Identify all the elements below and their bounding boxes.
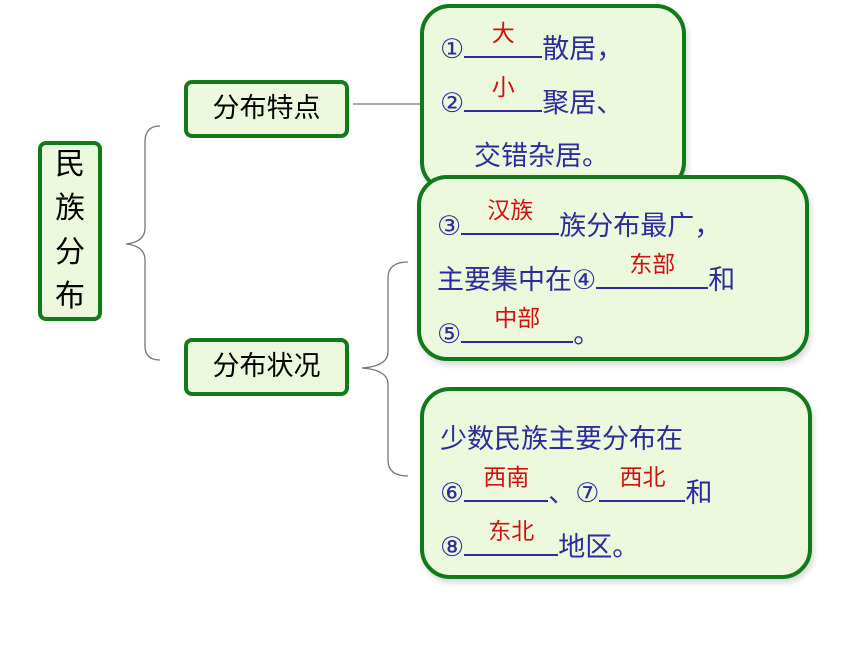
answer-blank: 汉族 (461, 198, 560, 235)
root-brace (125, 125, 161, 361)
answer-text: 东部 (629, 252, 676, 278)
answer-blank: 大 (464, 21, 543, 58)
status-brace (361, 261, 409, 477)
item-number: ① (440, 34, 465, 65)
panel2-line1: ③ 汉族族分布最广， (437, 198, 805, 253)
item-number: ⑧ (440, 532, 465, 563)
answer-text: 中部 (494, 306, 541, 332)
item-number: ⑥ (440, 478, 465, 509)
item-number: ② (440, 88, 465, 119)
answer-blank: 小 (464, 75, 543, 112)
line-text: 。 (573, 319, 601, 350)
panel-minorities: 少数民族主要分布在 ⑥ 西南、⑦ 西北和 ⑧ 东北地区。 (420, 387, 812, 579)
root-node: 民 族 分 布 (38, 141, 102, 321)
panel2-line3: ⑤ 中部。 (437, 306, 805, 361)
answer-text: 大 (491, 21, 515, 47)
category-status: 分布状况 (184, 338, 349, 396)
answer-blank: 西南 (464, 465, 549, 502)
category-features: 分布特点 (184, 80, 349, 138)
panel2-line2: 主要集中在④ 东部和 (437, 252, 805, 307)
answer-text: 西南 (483, 465, 530, 491)
answer-text: 小 (491, 75, 515, 101)
answer-blank: 中部 (461, 306, 574, 343)
answer-blank: 东北 (464, 519, 559, 556)
line-text: 聚居、 (542, 88, 624, 119)
line-text: 族分布最广， (559, 211, 722, 242)
line-text: 和 (708, 265, 736, 296)
answer-text: 西北 (619, 465, 666, 491)
answer-blank: 东部 (596, 252, 709, 289)
panel3-line1: 少数民族主要分布在 (440, 424, 683, 455)
panel1-line3: 交错杂居。 (474, 141, 609, 172)
answer-text: 东北 (488, 519, 535, 545)
line-text: 散居， (542, 34, 624, 65)
line-text: 和 (685, 478, 713, 509)
answer-blank: 西北 (599, 465, 686, 502)
root-char: 分 (55, 235, 85, 270)
root-char: 民 (55, 147, 85, 182)
answer-text: 汉族 (487, 198, 534, 224)
line-text: 主要集中在④ (437, 265, 597, 296)
panel-han: ③ 汉族族分布最广， 主要集中在④ 东部和 ⑤ 中部。 (417, 175, 809, 361)
root-char: 族 (55, 191, 85, 226)
root-char: 布 (55, 279, 85, 314)
panel3-line2: ⑥ 西南、⑦ 西北和 (440, 465, 808, 520)
item-number: ③ (437, 211, 462, 242)
line-text: 、⑦ (548, 478, 600, 509)
item-number: ⑤ (437, 319, 462, 350)
line-text: 地区。 (558, 532, 640, 563)
panel3-line3: ⑧ 东北地区。 (440, 519, 808, 574)
